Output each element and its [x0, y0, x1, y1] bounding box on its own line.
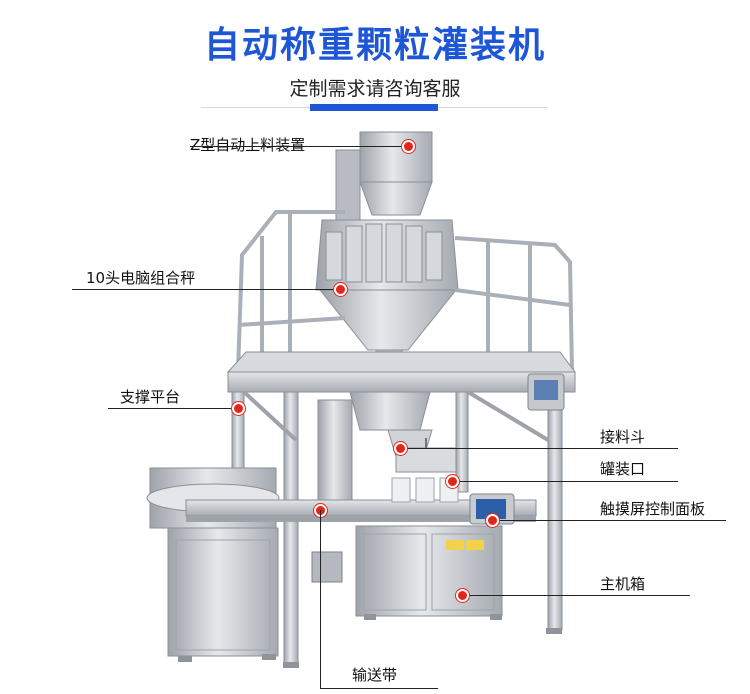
main-cabinet-body [355, 525, 503, 617]
guard-railing [236, 210, 574, 373]
leader-line-platform [108, 408, 238, 409]
callout-label-conveyor: 输送带 [352, 666, 398, 684]
leader-line-conveyor-vertical [320, 510, 321, 688]
marker-dot-touch-panel [486, 514, 499, 527]
machine-feet [178, 614, 562, 668]
support-platform-body [226, 351, 576, 665]
receiving-hopper-body [317, 391, 433, 501]
hmi-housing [527, 373, 565, 411]
marker-dot-z-feeder [402, 140, 415, 153]
conveyor-motor [311, 551, 343, 583]
page-subtitle: 定制需求请咨询客服 [289, 78, 461, 100]
callout-label-hopper: 接料斗 [600, 428, 646, 446]
touch-panel-body [469, 493, 515, 525]
leader-line-filling-port [452, 481, 678, 482]
marker-dot-multihead-weigher [334, 283, 347, 296]
callout-label-touch-panel: 触摸屏控制面板 [600, 500, 706, 518]
page-title: 自动称重颗粒灌装机 [203, 25, 546, 66]
marker-dot-platform [232, 402, 245, 415]
leader-line-main-cabinet [462, 595, 690, 596]
callout-label-multihead-weigher: 10头电脑组合秤 [86, 269, 196, 287]
leader-line-conveyor [320, 688, 438, 689]
marker-dot-hopper [394, 442, 407, 455]
rotary-table [146, 467, 280, 657]
marker-dot-filling-port [446, 475, 459, 488]
conveyor-belt [185, 477, 537, 522]
callout-label-main-cabinet: 主机箱 [600, 575, 646, 593]
title-divider-accent [310, 104, 438, 111]
leader-line-hopper [400, 448, 678, 449]
marker-dot-main-cabinet [456, 589, 469, 602]
leader-line-z-feeder [190, 146, 408, 147]
leader-line-touch-panel [492, 520, 726, 521]
callout-label-filling-port: 罐装口 [600, 460, 646, 478]
callout-label-platform: 支撑平台 [120, 388, 181, 406]
callout-label-z-feeder: Z型自动上料装置 [190, 136, 306, 154]
z-feeder-body [335, 131, 433, 221]
multihead-weigher-body [315, 219, 459, 381]
leader-line-multihead-weigher [72, 289, 340, 290]
